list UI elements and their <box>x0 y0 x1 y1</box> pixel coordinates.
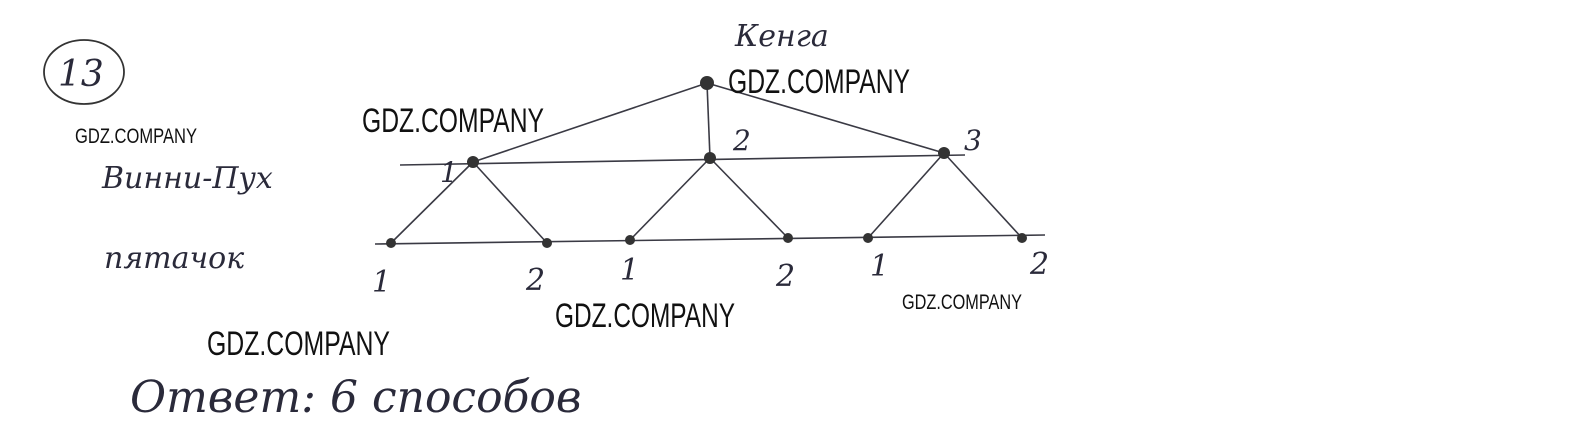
level2-number: 2 <box>775 259 795 294</box>
watermark: GDZ.COMPANY <box>75 125 197 148</box>
level1-number: 1 <box>440 156 458 189</box>
level2-number: 2 <box>525 263 545 298</box>
level1-node <box>704 152 716 164</box>
edge <box>472 82 708 163</box>
level2-number: 1 <box>620 253 639 288</box>
level1-node <box>938 147 950 159</box>
level1-label: Винни-Пух <box>101 161 273 196</box>
edge <box>706 82 945 154</box>
answer-text: Ответ: 6 способов <box>130 372 582 423</box>
edge <box>943 152 1023 239</box>
problem-number: 13 <box>58 54 104 95</box>
watermark: GDZ.COMPANY <box>728 63 910 101</box>
level2-number: 2 <box>1029 247 1049 282</box>
level2-node <box>625 235 635 245</box>
level2-node <box>863 233 873 243</box>
level2-number: 1 <box>372 265 391 300</box>
level2-node <box>783 233 793 243</box>
level2-node <box>542 238 552 248</box>
watermark: GDZ.COMPANY <box>555 297 735 335</box>
watermark: GDZ.COMPANY <box>362 102 544 140</box>
root-node <box>700 76 714 90</box>
level2-node <box>1017 233 1027 243</box>
edge <box>472 161 548 244</box>
level2-line <box>374 234 1046 245</box>
level1-number: 2 <box>732 124 751 157</box>
edge <box>706 82 711 159</box>
level2-label: пятачок <box>104 241 244 276</box>
edge <box>629 157 711 241</box>
level2-node <box>386 238 396 248</box>
level1-line <box>399 154 966 166</box>
watermark: GDZ.COMPANY <box>902 291 1022 314</box>
edge <box>390 161 474 244</box>
root-label: Кенга <box>734 19 829 54</box>
problem-number-circle <box>43 39 125 105</box>
level1-number: 3 <box>964 124 982 157</box>
edge <box>867 152 945 239</box>
level2-number: 1 <box>870 249 889 284</box>
level1-node <box>467 156 479 168</box>
edge <box>709 157 789 239</box>
watermark: GDZ.COMPANY <box>207 325 390 363</box>
